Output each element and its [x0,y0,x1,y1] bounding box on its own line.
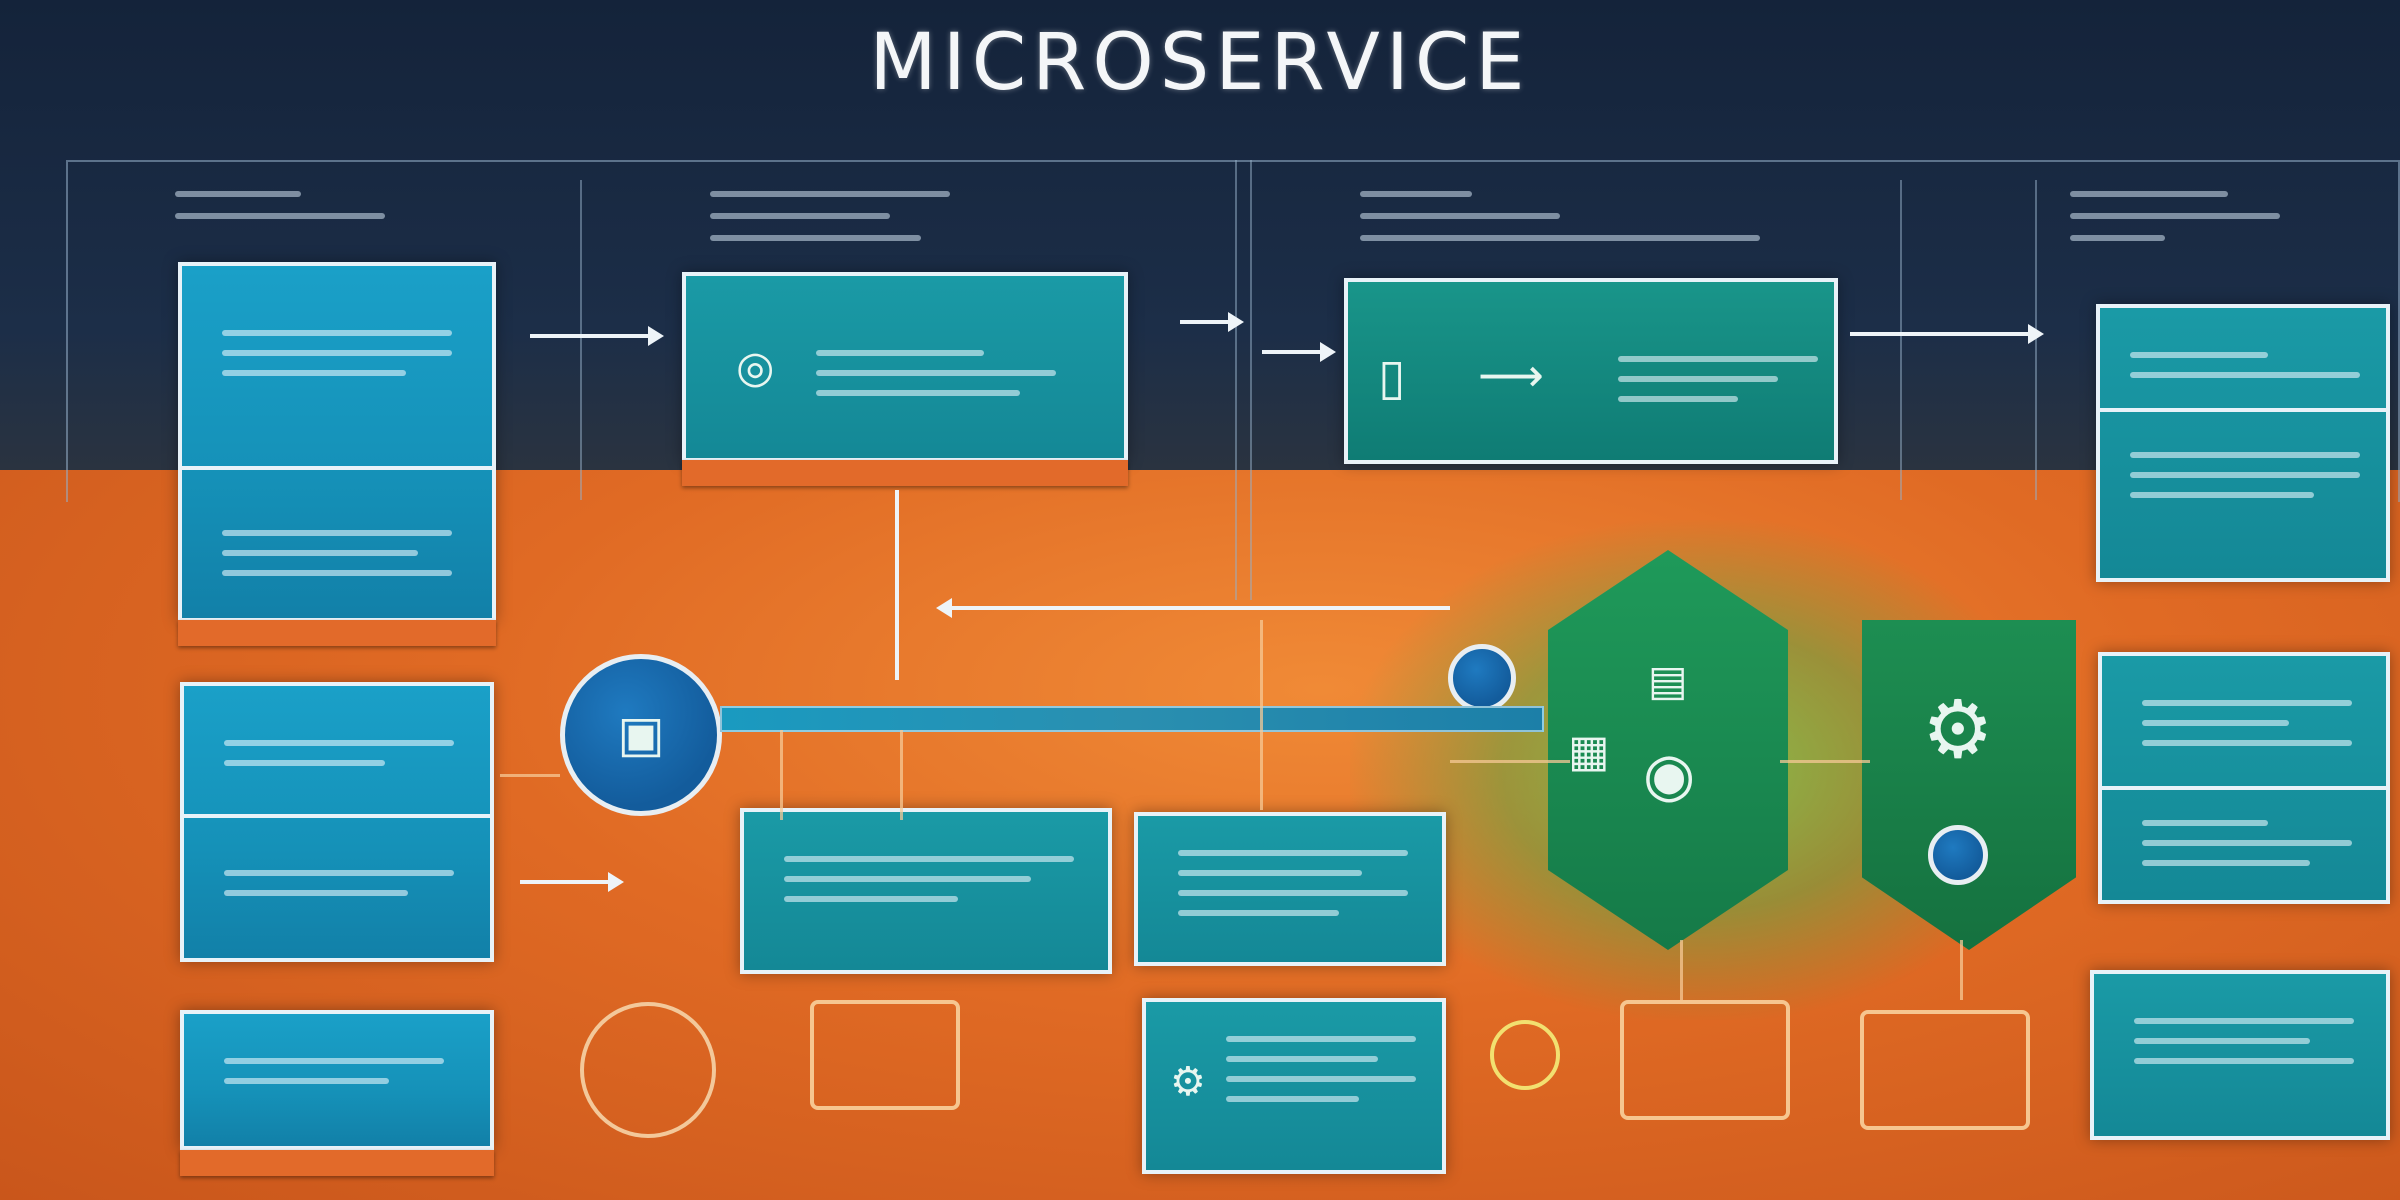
service-box-lower-middle-3: ⚙ [1142,998,1446,1174]
diagram-title: MICROSERVICE [869,18,1531,108]
arrow [1180,312,1244,332]
container-icon: ▣ [617,705,665,763]
box-base [682,460,1128,486]
arrow-right-icon: ⟶ [1478,348,1544,402]
small-node [1928,825,1988,885]
data-bus [720,706,1544,732]
gear-icon: ⚙ [1170,1059,1206,1105]
gateway-shield: ⚙ [1862,620,2076,950]
box-base [180,1150,494,1176]
service-box-left-1 [178,262,496,622]
database-icon: ▦ [1568,726,1610,777]
service-box-right-1 [2096,304,2390,582]
header-text-lines [2070,175,2280,257]
server-icon: ▯ [1378,348,1406,406]
arrow [530,326,664,346]
service-box-left-3 [180,1010,494,1150]
header-text-lines [710,175,950,257]
arrow [1262,342,1336,362]
header-text-lines [1360,175,1760,257]
network-node-icon: ◉ [1643,740,1696,810]
wire [1450,760,1570,763]
workflow-shape [1860,1010,2030,1130]
divider [1235,160,1237,600]
network-node-icon [580,1002,716,1138]
divider [1900,180,1902,500]
header-frame [66,160,2400,502]
workflow-shape [810,1000,960,1110]
small-node [1448,644,1516,712]
arrow [1850,324,2044,344]
service-box-lower-middle-2 [1134,812,1446,966]
wire [1780,760,1870,763]
header-text-lines [175,175,385,235]
container-node: ▣ [560,654,722,816]
wire [900,730,903,820]
wire [780,730,783,820]
arrow [520,872,624,892]
container-icon: ◎ [736,342,775,393]
gear-icon: ⚙ [1922,683,1994,776]
wire [1960,940,1963,1000]
service-box-top-middle: ◎ [682,272,1128,462]
document-icon: ▤ [1648,656,1688,705]
arrow [936,598,1450,618]
connector [895,490,899,680]
box-base [178,620,496,646]
wire [500,774,560,777]
wire [1680,940,1683,1000]
service-box-right-3 [2090,970,2390,1140]
service-box-left-2 [180,682,494,962]
node-icon [1490,1020,1560,1090]
workflow-shape [1620,1000,1790,1120]
service-box-lower-middle-1 [740,808,1112,974]
service-box-right-2 [2098,652,2390,904]
service-box-top-right: ▯ ⟶ [1344,278,1838,464]
wire [1260,620,1263,810]
divider [580,180,582,500]
central-hub: ▤ ◉ ▦ [1548,550,1788,950]
divider [1250,160,1252,600]
